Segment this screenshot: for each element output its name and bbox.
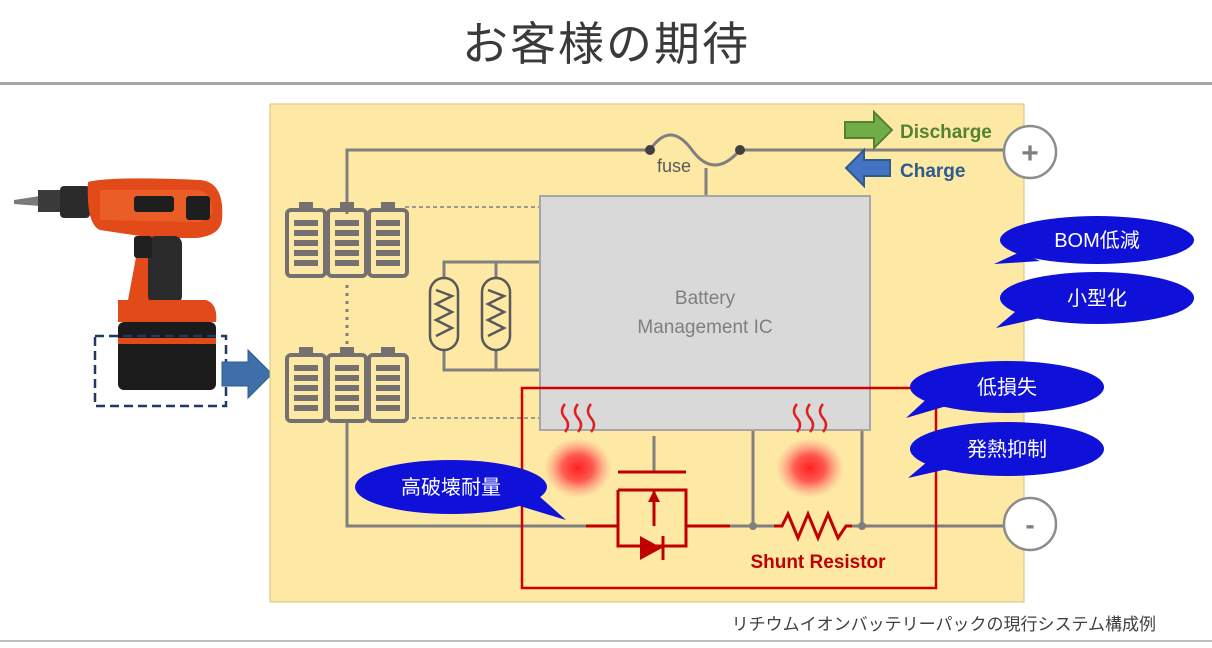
fuse-label: fuse	[657, 156, 691, 176]
hotspot-mosfet	[544, 438, 612, 498]
bubble-size-text: 小型化	[1067, 287, 1127, 310]
ic-label-line1: Battery	[675, 288, 736, 309]
hotspot-resistor	[776, 438, 844, 498]
bubble-heat: 発熱抑制	[908, 422, 1104, 478]
plus-terminal-label: +	[1021, 137, 1039, 170]
battery-management-ic	[539, 195, 871, 431]
page-title: お客様の期待	[462, 17, 750, 71]
thermistor-icons	[428, 276, 512, 352]
shunt-node-left	[749, 522, 757, 530]
discharge-arrow-icon	[844, 109, 894, 151]
title-divider	[0, 82, 1212, 85]
body-diode-icon	[640, 536, 662, 560]
ic-label-line2: Management IC	[637, 317, 772, 338]
bubble-robust-text: 高破壊耐量	[401, 476, 501, 499]
battery-highlight-box	[93, 334, 228, 408]
battery-cells-top	[285, 202, 409, 278]
bubble-heat-text: 発熱抑制	[967, 438, 1047, 461]
fuse-node-right	[735, 145, 745, 155]
diagram-caption: リチウムイオンバッテリーパックの現行システム構成例	[731, 615, 1156, 635]
minus-terminal	[1002, 496, 1058, 552]
mosfet-symbol	[586, 470, 730, 548]
shunt-resistor-symbol	[774, 510, 852, 542]
mosfet-arrow	[648, 490, 660, 502]
bubble-loss-text: 低損失	[977, 376, 1037, 399]
bubble-bom-text: BOM低減	[1054, 229, 1140, 252]
circuit-wires	[345, 133, 1006, 528]
heat-waves-mosfet	[560, 403, 596, 433]
heat-waves-resistor	[792, 403, 828, 433]
plus-terminal	[1002, 124, 1058, 180]
fuse-node-left	[645, 145, 655, 155]
charge-label: Charge	[900, 161, 965, 182]
bubble-loss: 低損失	[906, 361, 1104, 418]
minus-terminal-label: -	[1025, 509, 1034, 540]
shunt-node-right	[858, 522, 866, 530]
bubble-robust: 高破壊耐量	[355, 460, 566, 520]
power-drill-image	[14, 178, 223, 390]
bubble-bom: BOM低減	[994, 216, 1194, 264]
battery-cells-bottom	[285, 347, 409, 423]
bubble-size: 小型化	[996, 272, 1194, 328]
footer-divider	[0, 640, 1212, 642]
arrow-to-pack	[221, 348, 273, 400]
charge-arrow-icon	[844, 147, 891, 189]
discharge-label: Discharge	[900, 122, 992, 143]
shunt-resistor-label: Shunt Resistor	[750, 552, 886, 573]
